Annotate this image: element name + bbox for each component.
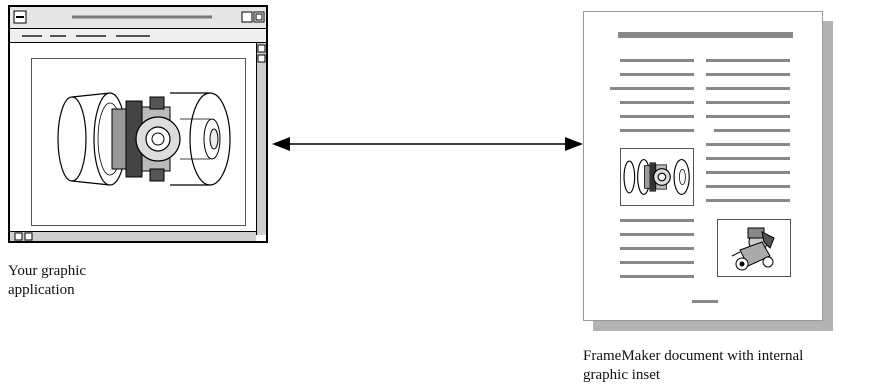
text-line — [620, 101, 694, 104]
mechanical-part-drawing-icon — [57, 92, 231, 186]
assembly-drawing-icon — [731, 227, 775, 271]
text-line — [620, 129, 694, 132]
text-line — [706, 59, 790, 62]
double-headed-arrow — [272, 137, 583, 151]
text-line — [620, 275, 694, 278]
text-line — [620, 73, 694, 76]
text-line — [620, 233, 694, 236]
mechanical-part-drawing-icon — [623, 159, 690, 195]
document-heading-bar — [618, 32, 793, 38]
text-line — [706, 199, 790, 202]
collapse-box-icon — [253, 11, 265, 23]
framemaker-document-page — [583, 11, 823, 321]
page-number-line — [692, 300, 718, 303]
text-line — [706, 73, 790, 76]
text-line — [706, 101, 790, 104]
text-line — [706, 115, 790, 118]
application-caption: Your graphic application — [8, 263, 87, 298]
text-line — [714, 129, 790, 132]
text-line — [620, 59, 694, 62]
text-line — [620, 247, 694, 250]
graphic-inset-machine-part — [620, 148, 694, 206]
text-line — [706, 87, 790, 90]
graphic-inset-assembly — [717, 219, 791, 277]
menu-placeholders — [22, 35, 150, 37]
text-line — [620, 261, 694, 264]
text-line — [706, 143, 790, 146]
text-line — [706, 185, 790, 188]
horizontal-scrollbar[interactable] — [10, 231, 256, 241]
text-line — [706, 157, 790, 160]
title-bar-graphics — [13, 10, 265, 24]
document-caption: FrameMaker document with internal graphi… — [583, 348, 804, 383]
graphic-application-window — [8, 5, 268, 243]
text-line — [706, 171, 790, 174]
window-title-bar[interactable] — [10, 7, 266, 29]
text-line — [620, 115, 694, 118]
vertical-scrollbar[interactable] — [256, 43, 266, 235]
text-line — [610, 87, 694, 90]
zoom-box-icon — [241, 11, 253, 23]
menu-bar[interactable] — [10, 29, 266, 43]
text-line — [620, 219, 694, 222]
scroll-thumb-icon — [257, 44, 266, 53]
